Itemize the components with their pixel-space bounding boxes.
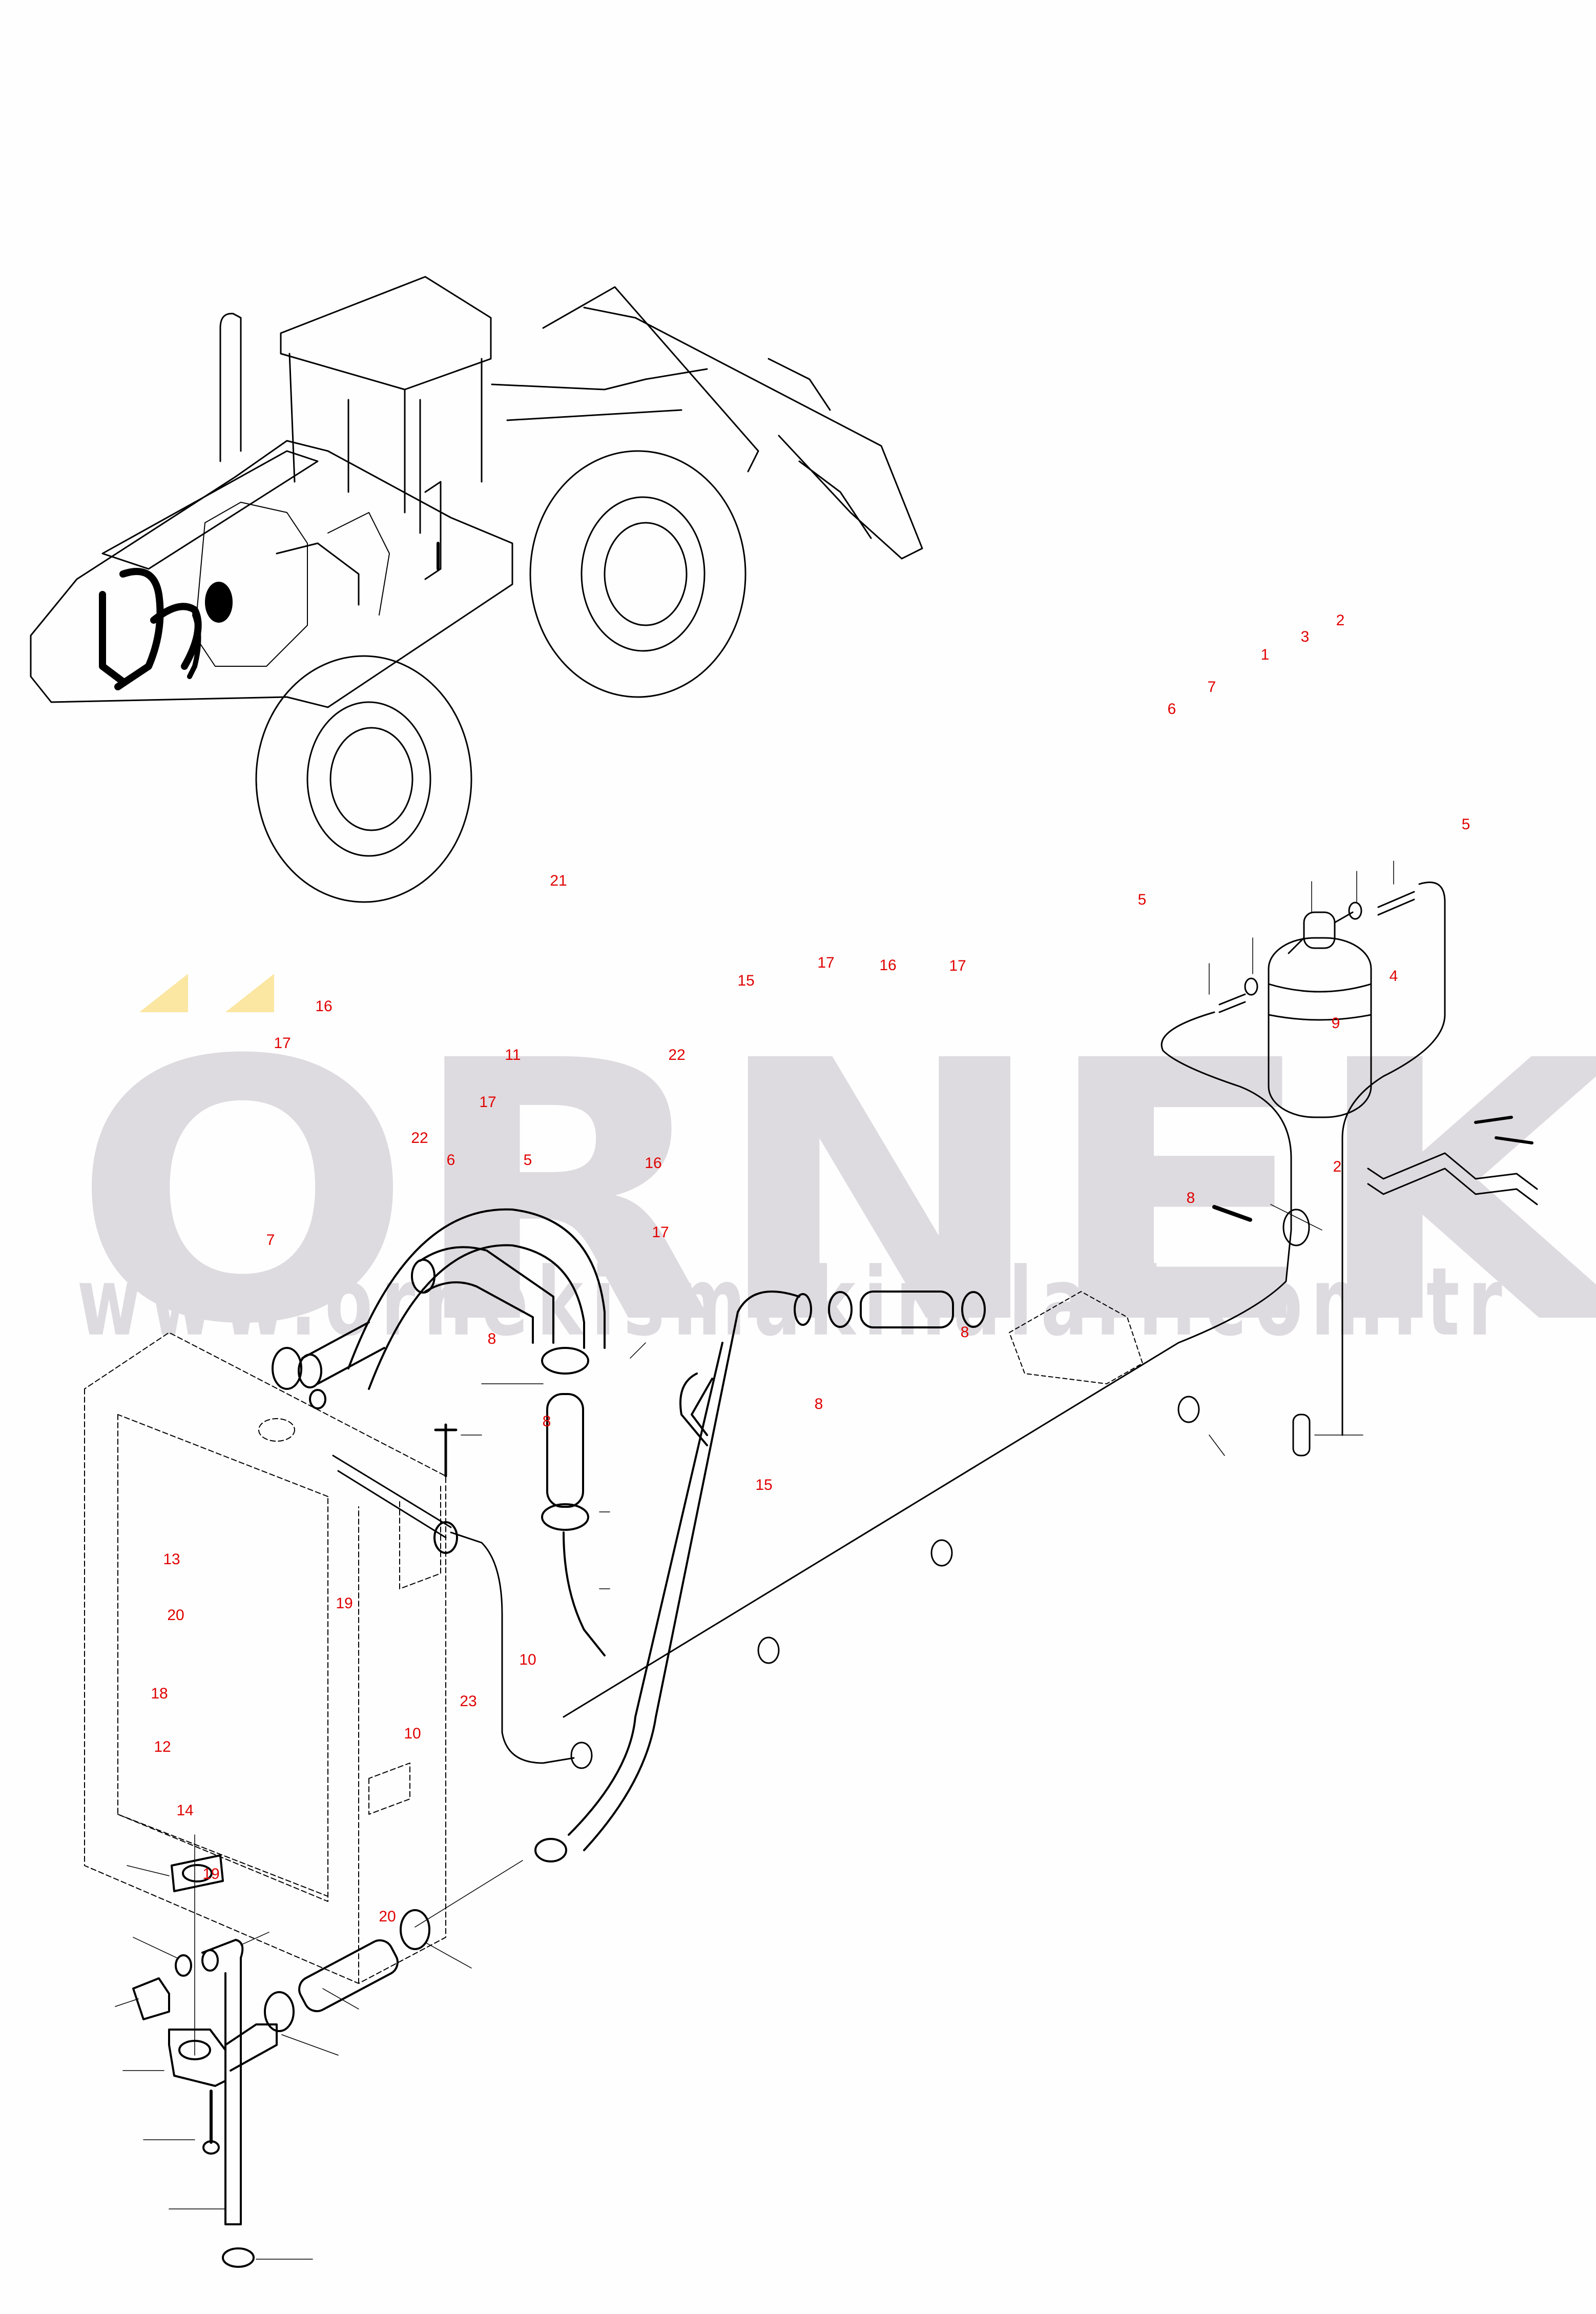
callout-16[interactable]: 16 xyxy=(315,998,333,1015)
callout-12[interactable]: 12 xyxy=(154,1738,171,1755)
callout-8[interactable]: 8 xyxy=(960,1324,969,1341)
hose-assembly xyxy=(272,1208,1143,1862)
callout-5[interactable]: 5 xyxy=(1461,816,1470,833)
callout-5[interactable]: 5 xyxy=(523,1152,532,1169)
callout-17[interactable]: 17 xyxy=(949,957,966,974)
callout-21[interactable]: 21 xyxy=(550,872,567,889)
watermark-url: www.ornekismakinalari.com.tr xyxy=(77,1248,1510,1358)
callout-10[interactable]: 10 xyxy=(519,1651,536,1668)
callout-7[interactable]: 7 xyxy=(266,1232,275,1248)
callout-16[interactable]: 16 xyxy=(879,957,897,974)
callout-6[interactable]: 6 xyxy=(1167,701,1176,718)
callout-11[interactable]: 11 xyxy=(505,1047,521,1063)
callout-15[interactable]: 15 xyxy=(755,1477,773,1493)
callout-5[interactable]: 5 xyxy=(1137,891,1147,908)
callout-3[interactable]: 3 xyxy=(1300,628,1310,645)
callout-10[interactable]: 10 xyxy=(404,1725,421,1742)
callout-18[interactable]: 18 xyxy=(151,1685,168,1702)
callout-16[interactable]: 16 xyxy=(645,1155,662,1172)
wheel-loader-illustration xyxy=(30,276,923,903)
callout-8[interactable]: 8 xyxy=(542,1413,551,1430)
callout-15[interactable]: 15 xyxy=(737,972,755,989)
callout-19[interactable]: 19 xyxy=(336,1595,353,1612)
callout-8[interactable]: 8 xyxy=(487,1330,496,1347)
callout-8[interactable]: 8 xyxy=(814,1396,823,1412)
callout-20[interactable]: 20 xyxy=(379,1908,396,1925)
callout-17[interactable]: 17 xyxy=(274,1035,291,1052)
callout-17[interactable]: 17 xyxy=(817,954,835,971)
callout-17[interactable]: 17 xyxy=(479,1094,496,1111)
callout-9[interactable]: 9 xyxy=(1331,1015,1340,1032)
callout-23[interactable]: 23 xyxy=(460,1693,477,1710)
callout-8[interactable]: 8 xyxy=(1186,1190,1195,1206)
callout-2[interactable]: 2 xyxy=(1333,1158,1342,1175)
callout-20[interactable]: 20 xyxy=(167,1607,184,1624)
expansion-tank-assembly xyxy=(563,861,1538,1769)
callout-7[interactable]: 7 xyxy=(1207,679,1216,695)
callout-19[interactable]: 19 xyxy=(202,1866,220,1882)
callout-13[interactable]: 13 xyxy=(163,1551,180,1568)
callout-22[interactable]: 22 xyxy=(668,1047,686,1063)
callout-22[interactable]: 22 xyxy=(411,1130,428,1146)
watermark-umlaut-left xyxy=(139,974,188,1012)
lower-outlet-assembly xyxy=(115,1834,523,2268)
radiator xyxy=(84,1332,446,1984)
watermark-umlaut-right xyxy=(225,974,274,1012)
callout-2[interactable]: 2 xyxy=(1336,612,1345,629)
callout-1[interactable]: 1 xyxy=(1260,646,1270,663)
callout-4[interactable]: 4 xyxy=(1389,968,1398,985)
callout-17[interactable]: 17 xyxy=(652,1224,669,1241)
callout-6[interactable]: 6 xyxy=(446,1152,455,1169)
callout-14[interactable]: 14 xyxy=(176,1802,194,1819)
